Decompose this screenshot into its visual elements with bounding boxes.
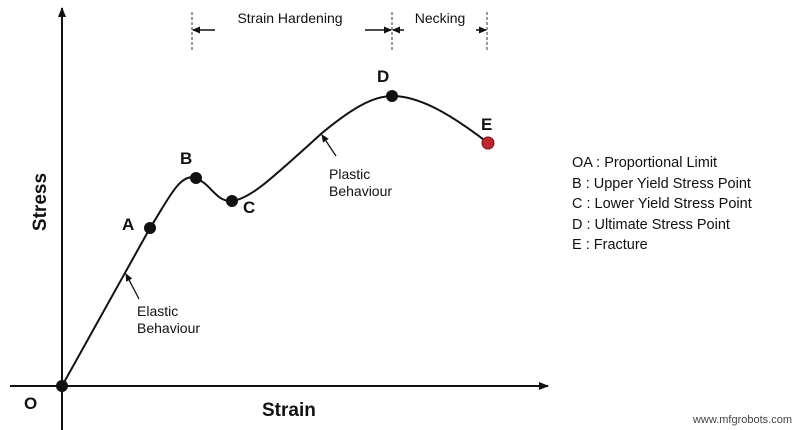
point-b-marker: [190, 172, 202, 184]
legend-item-c: C : Lower Yield Stress Point: [572, 196, 752, 212]
point-c-label: C: [243, 198, 255, 217]
plastic-behaviour-pointer: [321, 134, 337, 157]
elastic-behaviour-line1: Elastic: [137, 303, 178, 319]
elastic-behaviour-line2: Behaviour: [137, 320, 200, 336]
legend-item-b: B : Upper Yield Stress Point: [572, 175, 751, 192]
legend: OA : Proportional Limit B : Upper Yield …: [572, 153, 752, 256]
stress-strain-curve: [61, 94, 489, 387]
necking-label: Necking: [415, 10, 466, 26]
point-d-marker: [386, 90, 398, 102]
plastic-behaviour-line2: Behaviour: [329, 183, 392, 199]
point-a-marker: [144, 222, 156, 234]
point-d-label: D: [377, 67, 389, 86]
point-e-marker: [481, 136, 495, 150]
point-o-label: O: [24, 394, 37, 413]
legend-item-oa: OA : Proportional Limit: [572, 155, 718, 171]
legend-item-e: E : Fracture: [572, 237, 648, 253]
legend-item-d: D : Ultimate Stress Point: [572, 216, 730, 233]
strain-hardening-label: Strain Hardening: [237, 10, 342, 26]
y-axis-title: Stress: [30, 173, 51, 231]
point-o-marker: [56, 380, 68, 392]
x-axis-title: Strain: [262, 400, 316, 421]
plastic-behaviour-line1: Plastic: [329, 166, 370, 182]
point-c-marker: [226, 195, 238, 207]
point-e-label: E: [481, 115, 492, 134]
watermark: www.mfgrobots.com: [692, 414, 792, 426]
point-b-label: B: [180, 149, 192, 168]
elastic-behaviour-pointer: [125, 273, 140, 300]
point-a-label: A: [122, 215, 134, 234]
